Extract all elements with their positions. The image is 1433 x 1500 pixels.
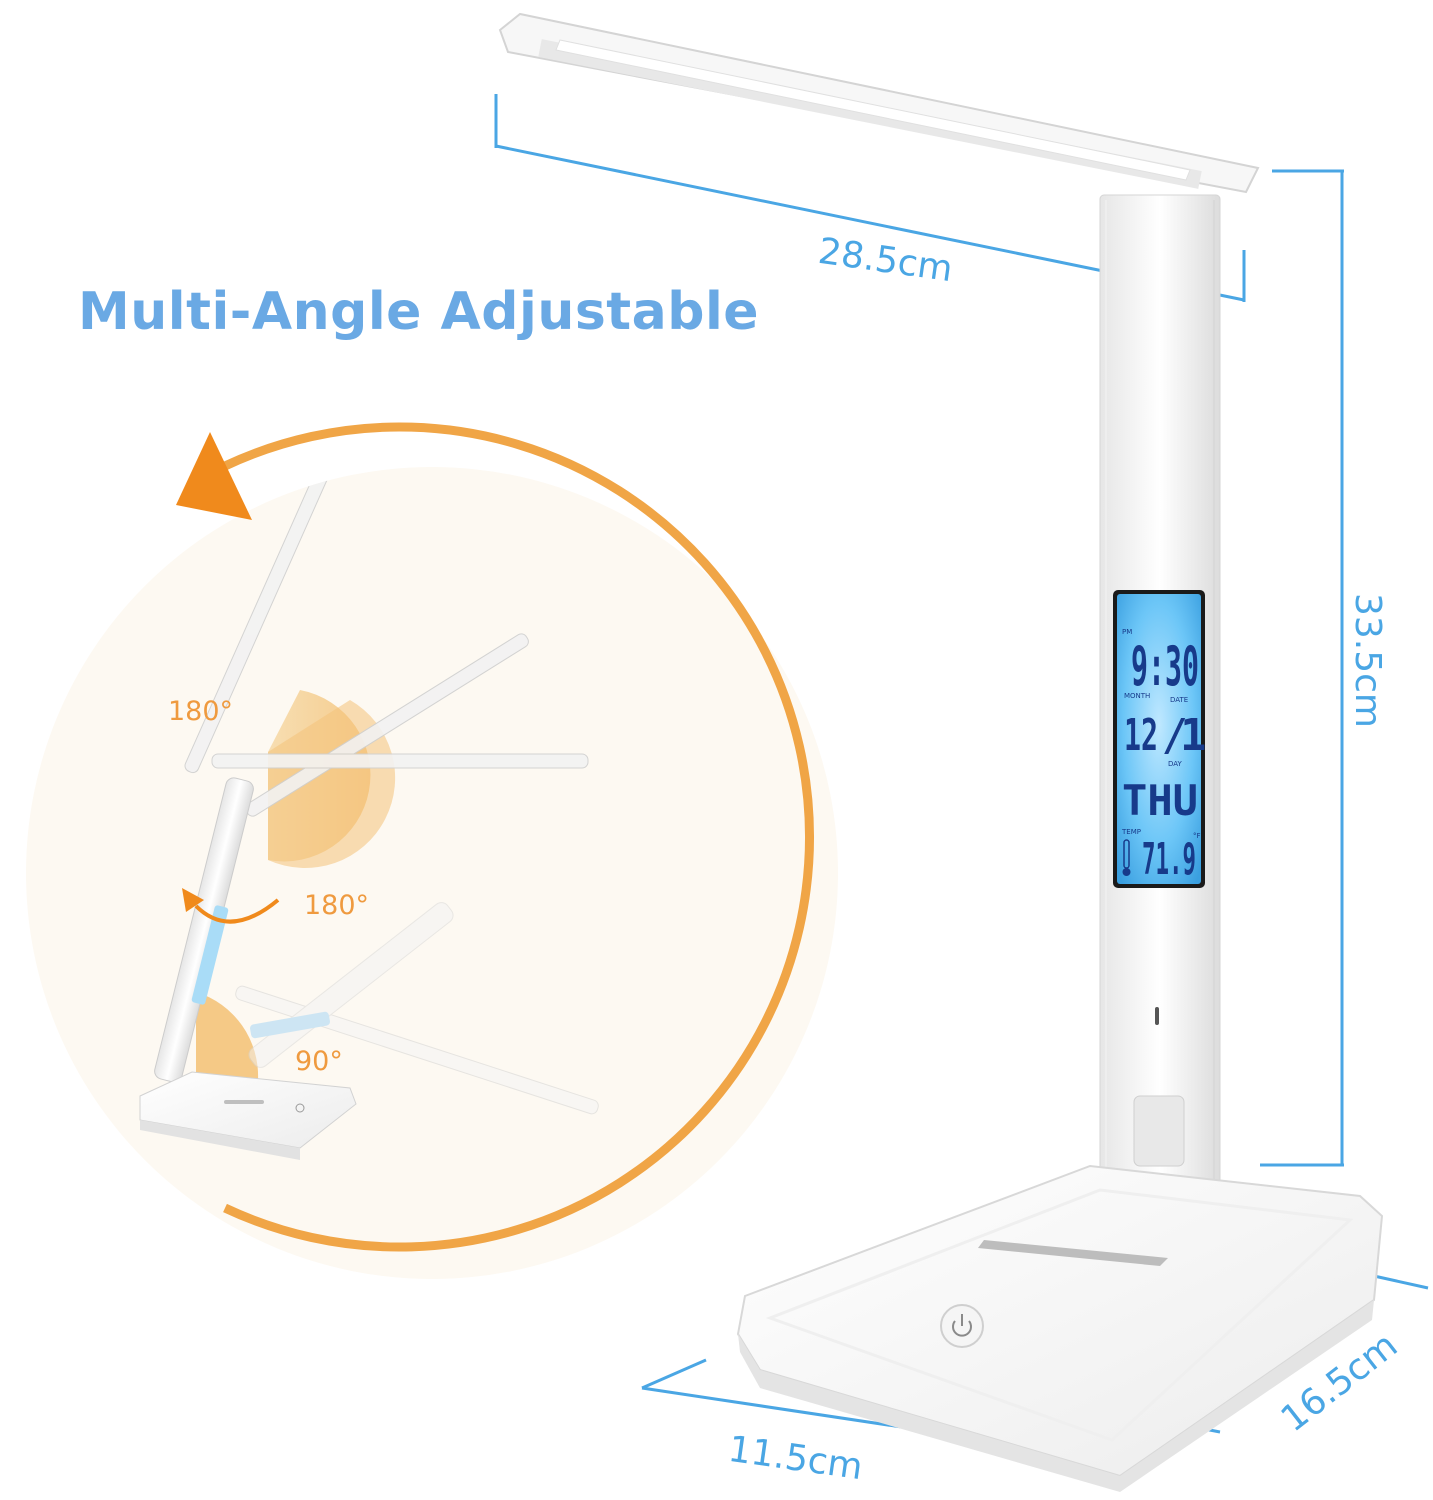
base-angle-label: 90° (295, 1046, 343, 1077)
lcd-separator: / (1162, 710, 1189, 761)
lcd-date: 1 (1180, 710, 1207, 761)
head-angle-label: 180° (168, 696, 234, 727)
lcd-month-label: MONTH (1124, 692, 1150, 700)
power-icon (940, 1304, 984, 1348)
headline: Multi-Angle Adjustable (78, 282, 760, 342)
rotation-arrow-icon (176, 432, 252, 520)
angle-detail-circle (26, 422, 838, 1279)
base-angle-wedge (196, 992, 259, 1080)
lcd-day-label: DAY (1168, 760, 1183, 768)
lcd-pm: PM (1122, 628, 1132, 636)
arm-angle-label: 180° (304, 890, 370, 921)
desk-lamp: PM 9:30 MONTH DATE 12 / 1 DAY THU TEMP 7… (498, 12, 1384, 1492)
arm-rotation-arrow-icon (194, 898, 280, 924)
lcd-date-label: DATE (1170, 696, 1188, 704)
thermometer-icon (1122, 839, 1131, 876)
lcd-time: 9:30 (1131, 635, 1199, 698)
lcd-temp-unit: °F (1193, 832, 1201, 840)
lcd-display: PM 9:30 MONTH DATE 12 / 1 DAY THU TEMP 7… (1113, 590, 1207, 888)
usb-port (1155, 1007, 1159, 1025)
lcd-temp: 71.9 (1142, 834, 1196, 885)
lcd-day: THU (1122, 776, 1198, 825)
height-dimension-label: 33.5cm (1347, 592, 1389, 729)
lcd-temp-label: TEMP (1121, 828, 1141, 836)
lcd-month: 12 (1124, 710, 1158, 761)
